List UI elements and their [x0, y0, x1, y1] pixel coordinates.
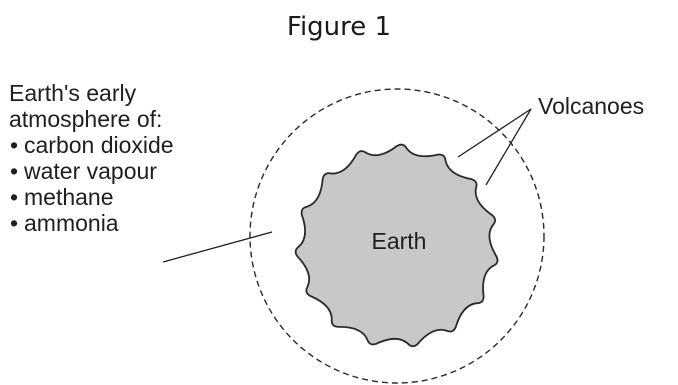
constituent-item: ammonia [9, 210, 174, 236]
constituent-item: methane [9, 184, 174, 210]
constituent-item: carbon dioxide [9, 132, 174, 158]
atmosphere-pointer-line [162, 231, 273, 263]
atmosphere-heading-line-2: atmosphere of: [9, 106, 163, 132]
atmosphere-heading-line-1: Earth's early [9, 80, 137, 106]
figure-title: Figure 1 [286, 12, 392, 42]
atmosphere-constituent-list: carbon dioxide water vapour methane ammo… [9, 132, 174, 236]
atmosphere-boundary [249, 88, 545, 384]
volcanoes-label: Volcanoes [538, 93, 644, 119]
constituent-item: water vapour [9, 158, 174, 184]
earth-body [294, 143, 499, 348]
volcano-pointer-line [485, 108, 532, 186]
earth-label: Earth [372, 228, 427, 254]
atmosphere-label-block: Earth's early atmosphere of: carbon diox… [9, 80, 174, 236]
volcano-pointer-line [457, 108, 532, 158]
